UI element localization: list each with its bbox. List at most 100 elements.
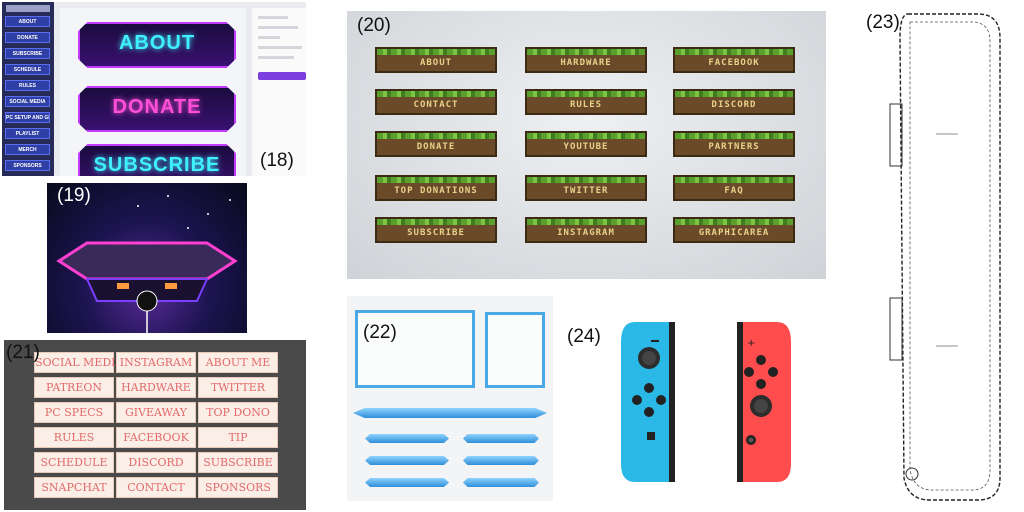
stage-platform-icon: [56, 241, 238, 333]
neon-banner-text: SUBSCRIBE: [93, 154, 221, 176]
minecraft-button[interactable]: HARDWARE: [525, 47, 647, 73]
pastel-button[interactable]: TIP: [198, 427, 278, 448]
pastel-button-label: INSTAGRAM: [119, 356, 193, 369]
minecraft-button[interactable]: INSTAGRAM: [525, 217, 647, 243]
sidebar: ABOUT DONATE SUBSCRIBE SCHEDULE RULES SOCIAL …: [2, 2, 54, 176]
panel-label: (23): [866, 12, 900, 33]
sidebar-item[interactable]: RULES: [5, 80, 50, 91]
pastel-button-label: GIVEAWAY: [124, 406, 188, 419]
pastel-button[interactable]: RULES: [34, 427, 114, 448]
svg-text:+: +: [747, 338, 755, 349]
minecraft-button-label: SUBSCRIBE: [407, 228, 465, 238]
panel-label: (19): [57, 185, 91, 206]
neon-banner: ABOUT: [78, 22, 236, 68]
settings-line: [258, 36, 280, 39]
pastel-button[interactable]: ABOUT ME: [198, 352, 278, 373]
pastel-button[interactable]: CONTACT: [116, 477, 196, 498]
sidebar-header: [6, 5, 50, 12]
minecraft-button-label: DONATE: [416, 142, 456, 152]
panel-label: (22): [363, 322, 397, 343]
sidebar-item[interactable]: SCHEDULE: [5, 64, 50, 75]
minecraft-button[interactable]: ABOUT: [375, 47, 497, 73]
download-button[interactable]: [258, 72, 306, 80]
sidebar-item[interactable]: PLAYLIST: [5, 128, 50, 139]
minecraft-button[interactable]: TWITTER: [525, 175, 647, 201]
overlay-bar: [463, 456, 539, 465]
webcam-frame-large: [355, 310, 475, 388]
minecraft-button-label: RULES: [569, 100, 603, 110]
pastel-button[interactable]: SPONSORS: [198, 477, 278, 498]
star: [207, 213, 209, 215]
pastel-button[interactable]: TWITTER: [198, 377, 278, 398]
sidebar-item[interactable]: SOCIAL MEDIA: [5, 96, 50, 107]
minecraft-button-label: HARDWARE: [560, 58, 612, 68]
pastel-button-label: DISCORD: [128, 456, 184, 469]
panel-label: (20): [357, 15, 391, 36]
minecraft-button-label: ABOUT: [419, 58, 453, 68]
joycons-illustration: +: [621, 322, 791, 482]
pastel-button-label: HARDWARE: [121, 381, 191, 394]
panel-label: (21): [6, 342, 40, 363]
pastel-button[interactable]: TOP DONO: [198, 402, 278, 423]
star: [167, 195, 169, 197]
minecraft-button-label: GRAPHICAREA: [698, 228, 770, 238]
neon-banner-text: DONATE: [112, 96, 202, 118]
panel-24-joycons: + (24): [565, 314, 805, 490]
pastel-button-label: SUBSCRIBE: [203, 456, 273, 469]
panel-label: (18): [260, 150, 294, 171]
pastel-button[interactable]: SOCIAL MEDIA: [34, 352, 123, 373]
pastel-button-label: SCHEDULE: [40, 456, 108, 469]
pastel-button[interactable]: SCHEDULE: [34, 452, 114, 473]
minecraft-button[interactable]: FACEBOOK: [673, 47, 795, 73]
minecraft-button[interactable]: DISCORD: [673, 89, 795, 115]
minecraft-button-label: TOP DONATIONS: [394, 186, 478, 196]
minecraft-button[interactable]: YOUTUBE: [525, 131, 647, 157]
minecraft-button[interactable]: PARTNERS: [673, 131, 795, 157]
minecraft-button[interactable]: RULES: [525, 89, 647, 115]
minecraft-button-label: DISCORD: [711, 100, 757, 110]
overlay-bar: [365, 478, 449, 487]
sidebar-item[interactable]: PC SETUP AND GEAR: [5, 112, 50, 123]
minecraft-button[interactable]: CONTACT: [375, 89, 497, 115]
pastel-button-label: RULES: [53, 431, 95, 444]
overlay-bar: [365, 434, 449, 443]
pastel-button[interactable]: SUBSCRIBE: [198, 452, 278, 473]
sidebar-item[interactable]: ABOUT: [5, 16, 50, 27]
sidebar-item[interactable]: DONATE: [5, 32, 50, 43]
neon-banner-text: ABOUT: [118, 32, 196, 54]
minecraft-button[interactable]: FAQ: [673, 175, 795, 201]
minecraft-button[interactable]: DONATE: [375, 131, 497, 157]
overlay-bar: [365, 456, 449, 465]
pastel-button[interactable]: PC SPECS: [34, 402, 114, 423]
panel-label: (24): [567, 326, 601, 347]
minecraft-button[interactable]: TOP DONATIONS: [375, 175, 497, 201]
pastel-button-label: PC SPECS: [44, 406, 104, 419]
pastel-button[interactable]: GIVEAWAY: [116, 402, 196, 423]
pastel-button[interactable]: INSTAGRAM: [116, 352, 196, 373]
pastel-button[interactable]: HARDWARE: [116, 377, 196, 398]
pastel-button-label: CONTACT: [127, 481, 185, 494]
sidebar-item[interactable]: SPONSORS: [5, 160, 50, 171]
settings-line: [258, 26, 298, 29]
minecraft-button-label: INSTAGRAM: [557, 228, 615, 238]
panel-19-stage: (19): [47, 183, 247, 333]
pastel-button-label: SPONSORS: [205, 481, 271, 494]
minecraft-button[interactable]: SUBSCRIBE: [375, 217, 497, 243]
panel-18-neon-banners: ABOUT DONATE SUBSCRIBE SCHEDULE RULES SOCIAL …: [2, 2, 306, 176]
pastel-button-label: PATREON: [45, 381, 103, 394]
pastel-button[interactable]: FACEBOOK: [116, 427, 196, 448]
minecraft-button-label: PARTNERS: [708, 142, 760, 152]
panel-23-controller-outline: (23): [860, 8, 1020, 508]
pastel-button-label: TOP DONO: [206, 406, 270, 419]
pastel-button[interactable]: SNAPCHAT: [34, 477, 114, 498]
pastel-button[interactable]: DISCORD: [116, 452, 196, 473]
joycon-left-icon: [621, 322, 675, 482]
pastel-button[interactable]: PATREON: [34, 377, 114, 398]
star: [187, 227, 189, 229]
sidebar-item[interactable]: SUBSCRIBE: [5, 48, 50, 59]
settings-line: [258, 46, 302, 49]
settings-line: [258, 56, 294, 59]
minecraft-button[interactable]: GRAPHICAREA: [673, 217, 795, 243]
sidebar-item[interactable]: MERCH: [5, 144, 50, 155]
